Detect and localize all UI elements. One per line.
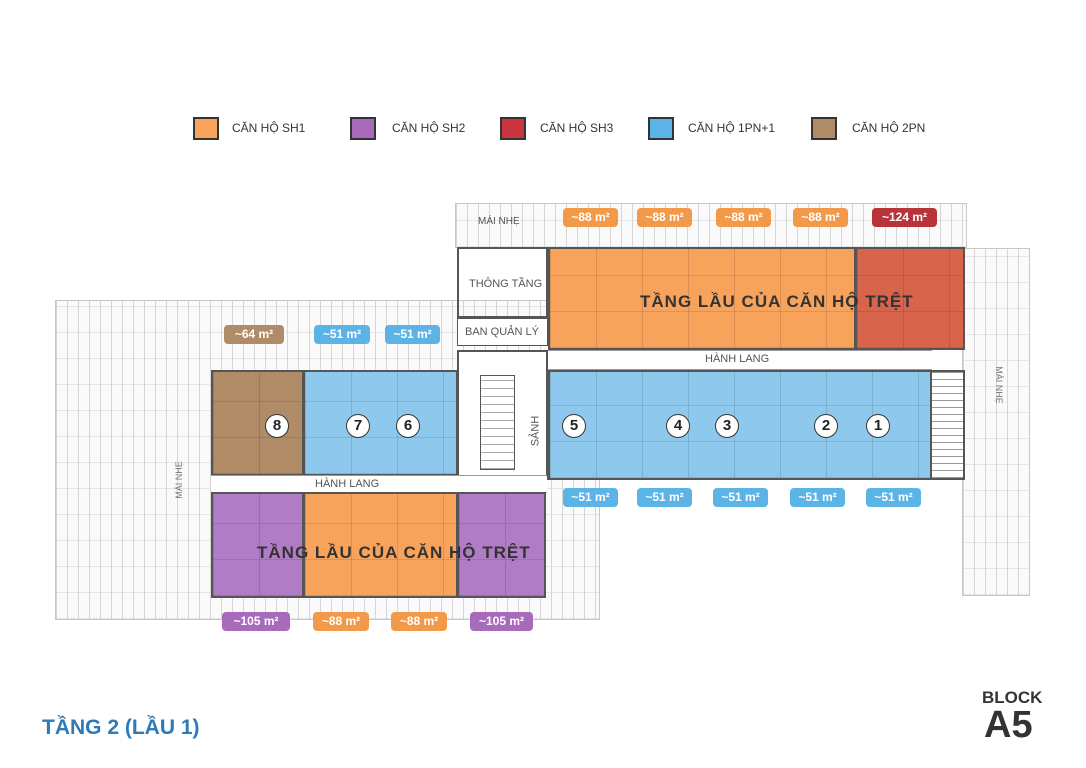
area-tag: ~51 m² bbox=[314, 325, 370, 344]
legend-swatch-sh2 bbox=[350, 117, 376, 140]
area-tag: ~51 m² bbox=[713, 488, 768, 507]
floor-title: TẦNG 2 (LẦU 1) bbox=[42, 716, 200, 739]
block-name: A5 bbox=[984, 704, 1033, 746]
management-label: BAN QUẢN LÝ bbox=[465, 326, 539, 338]
unit-number-2[interactable]: 2 bbox=[814, 414, 838, 438]
area-tag: ~64 m² bbox=[224, 325, 284, 344]
area-tag: ~51 m² bbox=[637, 488, 692, 507]
area-tag: ~51 m² bbox=[385, 325, 440, 344]
legend-swatch-1pn1 bbox=[648, 117, 674, 140]
roof-right bbox=[962, 248, 1030, 596]
corridor-label: HÀNH LANG bbox=[315, 478, 380, 490]
stair-core bbox=[480, 375, 515, 470]
upper-floor-label: TẦNG LẦU CỦA CĂN HỘ TRỆT bbox=[640, 292, 914, 311]
area-tag: ~51 m² bbox=[866, 488, 921, 507]
corridor-label: HÀNH LANG bbox=[705, 353, 770, 365]
block-label: BLOCK bbox=[982, 688, 1043, 707]
area-tag: ~88 m² bbox=[716, 208, 771, 227]
void-label: THÔNG TẦNG bbox=[469, 278, 543, 290]
lobby-label: SẢNH bbox=[529, 415, 542, 447]
unit-number-4[interactable]: 4 bbox=[666, 414, 690, 438]
area-tag: ~105 m² bbox=[222, 612, 290, 631]
legend-swatch-sh3 bbox=[500, 117, 526, 140]
unit-sh1-left[interactable] bbox=[303, 492, 458, 598]
area-tag: ~88 m² bbox=[563, 208, 618, 227]
legend-label: CĂN HỘ 2PN bbox=[852, 121, 926, 135]
unit-sh1-top[interactable] bbox=[548, 247, 856, 350]
area-tag: ~51 m² bbox=[790, 488, 845, 507]
area-tag: ~51 m² bbox=[563, 488, 618, 507]
legend-label: CĂN HỘ 1PN+1 bbox=[688, 121, 776, 135]
area-tag: ~88 m² bbox=[313, 612, 369, 631]
legend-swatch-sh1 bbox=[193, 117, 219, 140]
unit-number-8[interactable]: 8 bbox=[265, 414, 289, 438]
legend-label: CĂN HỘ SH1 bbox=[232, 121, 306, 135]
unit-number-1[interactable]: 1 bbox=[866, 414, 890, 438]
legend-label: CĂN HỘ SH2 bbox=[392, 121, 466, 135]
void-area bbox=[457, 247, 548, 318]
area-tag: ~88 m² bbox=[637, 208, 692, 227]
legend-label: CĂN HỘ SH3 bbox=[540, 121, 614, 135]
corridor-top bbox=[548, 350, 932, 370]
unit-2pn[interactable] bbox=[211, 370, 304, 476]
unit-number-5[interactable]: 5 bbox=[562, 414, 586, 438]
unit-sh2-left[interactable] bbox=[211, 492, 304, 598]
roof-label: MÁI NHẸ bbox=[173, 461, 184, 499]
unit-number-3[interactable]: 3 bbox=[715, 414, 739, 438]
upper-floor-label: TẦNG LẦU CỦA CĂN HỘ TRỆT bbox=[257, 543, 531, 562]
roof-label: MÁI NHẸ bbox=[993, 366, 1004, 404]
legend-swatch-2pn bbox=[811, 117, 837, 140]
area-tag: ~124 m² bbox=[872, 208, 937, 227]
roof-label: MÁI NHẸ bbox=[478, 216, 520, 227]
management-office bbox=[457, 318, 548, 346]
area-tag: ~88 m² bbox=[793, 208, 848, 227]
area-tag: ~105 m² bbox=[470, 612, 533, 631]
area-tag: ~88 m² bbox=[391, 612, 447, 631]
unit-number-6[interactable]: 6 bbox=[396, 414, 420, 438]
unit-sh3[interactable] bbox=[855, 247, 965, 350]
units-1pn1-left[interactable] bbox=[303, 370, 458, 476]
stair-right bbox=[930, 370, 965, 480]
unit-sh2-right[interactable] bbox=[457, 492, 546, 598]
unit-number-7[interactable]: 7 bbox=[346, 414, 370, 438]
